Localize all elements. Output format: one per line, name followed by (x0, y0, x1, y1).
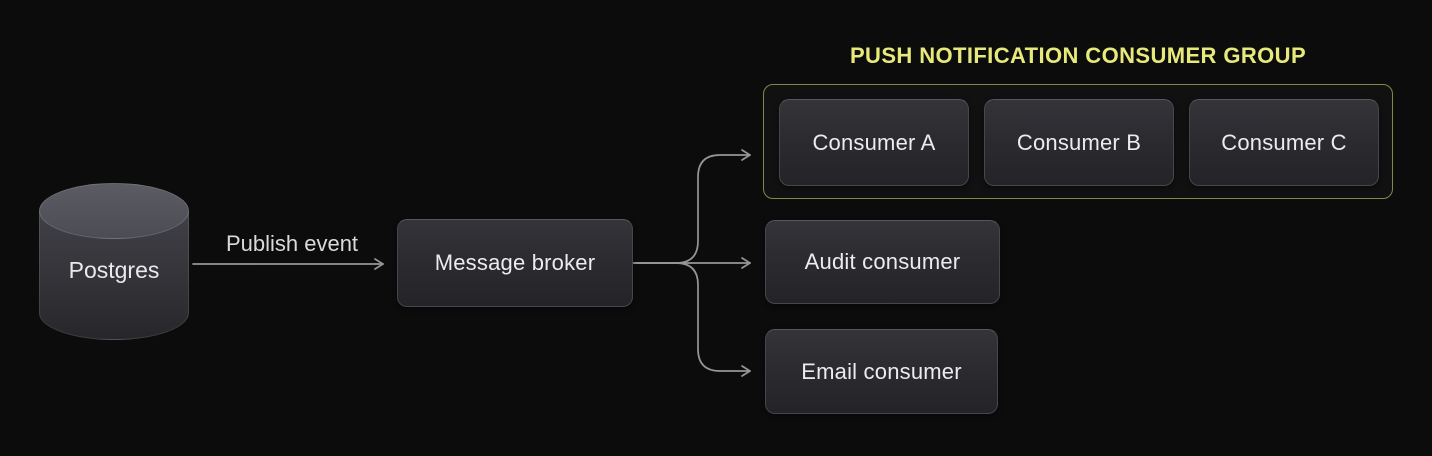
audit-consumer-label: Audit consumer (804, 249, 961, 274)
edge-broker-to-email (632, 262, 751, 377)
database-cylinder-top (39, 183, 189, 239)
consumer-group-title: PUSH NOTIFICATION CONSUMER GROUP (849, 43, 1307, 68)
consumer-a-label: Consumer A (812, 129, 936, 155)
email-consumer-label: Email consumer (801, 358, 962, 384)
edge-broker-to-consumer-group (632, 149, 751, 264)
message-broker-node: Message broker (397, 219, 633, 307)
message-broker-label: Message broker (434, 250, 596, 275)
consumer-c-node: Consumer C (1189, 99, 1379, 186)
publish-event-edge-label: Publish event (225, 231, 359, 256)
push-notification-consumer-group (763, 84, 1393, 199)
consumer-c-label: Consumer C (1221, 129, 1347, 155)
postgres-node-label: Postgres (68, 257, 160, 283)
audit-consumer-node: Audit consumer (765, 220, 1000, 304)
consumer-b-label: Consumer B (1016, 129, 1142, 155)
consumer-b-node: Consumer B (984, 99, 1174, 186)
consumer-a-node: Consumer A (779, 99, 969, 186)
email-consumer-node: Email consumer (765, 329, 998, 414)
